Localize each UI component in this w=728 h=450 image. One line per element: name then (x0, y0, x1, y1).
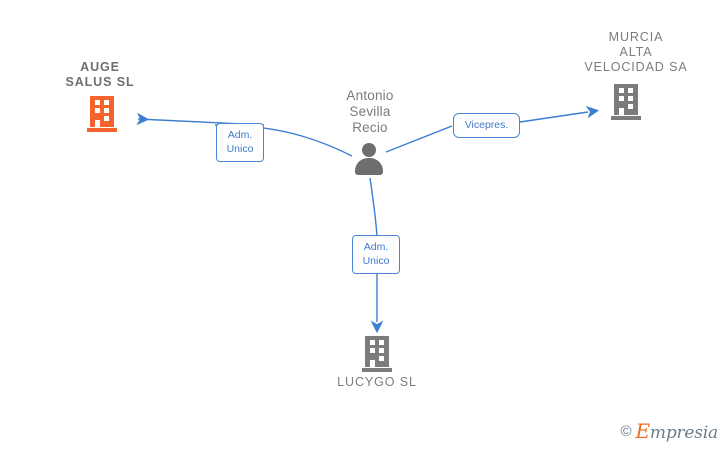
building-window (370, 348, 375, 353)
node-label-lucygo: LUCYGO SL (337, 375, 417, 389)
building-base (87, 128, 117, 132)
edge-label-adm-unico-lucygo[interactable]: Adm. Unico (352, 235, 400, 274)
building-icon-lucygo[interactable] (362, 336, 392, 372)
building-door (619, 108, 624, 116)
edge-line-right (385, 125, 453, 153)
person-body (355, 158, 383, 175)
building-door (370, 360, 375, 368)
building-tower (614, 84, 638, 115)
person-icon-antonio-sevilla-recio[interactable] (352, 143, 386, 175)
building-window (628, 96, 633, 101)
node-label-murcia-alta-velocidad: MURCIA ALTA VELOCIDAD SA (584, 30, 688, 74)
watermark-brand-initial: E (635, 419, 651, 443)
building-icon-auge-salus[interactable] (87, 96, 117, 132)
building-tower (365, 336, 389, 367)
person-head (362, 143, 376, 157)
building-window (379, 356, 384, 361)
building-door (95, 120, 100, 128)
building-window (104, 100, 109, 105)
building-window (104, 116, 109, 121)
building-window (619, 88, 624, 93)
edge-line-right-tail (519, 105, 600, 123)
building-window (95, 108, 100, 113)
building-window (379, 348, 384, 353)
building-window (370, 340, 375, 345)
building-window (379, 340, 384, 345)
building-window (95, 100, 100, 105)
building-window (628, 88, 633, 93)
watermark-empresia: © Empresia (620, 421, 718, 442)
edge-label-vicepres-murcia[interactable]: Vicepres. (453, 113, 520, 138)
building-base (611, 116, 641, 120)
building-tower (90, 96, 114, 127)
node-label-auge-salus: AUGE SALUS SL (65, 60, 135, 89)
building-base (362, 368, 392, 372)
edge-line-bottom (369, 177, 378, 237)
building-icon-murcia-alta-velocidad[interactable] (611, 84, 641, 120)
building-window (628, 104, 633, 109)
node-label-antonio-sevilla-recio: Antonio Sevilla Recio (346, 88, 394, 135)
building-window (619, 96, 624, 101)
watermark-brand-rest: mpresia (649, 423, 718, 443)
edge-label-adm-unico-auge[interactable]: Adm. Unico (216, 123, 264, 162)
building-window (104, 108, 109, 113)
watermark-brand: Empresia (636, 421, 719, 442)
copyright-icon: © (620, 423, 632, 440)
